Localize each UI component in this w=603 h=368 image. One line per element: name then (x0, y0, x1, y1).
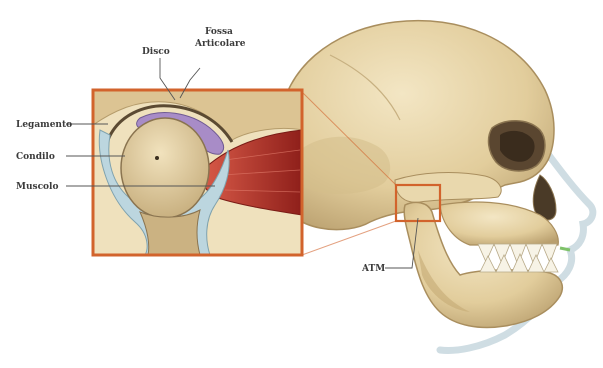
zygomatic-arch (395, 173, 501, 203)
lower-teeth (480, 254, 558, 272)
condyle (121, 118, 209, 218)
label-fossa: Fossa (205, 27, 233, 37)
label-legamento: Legamento (16, 120, 72, 130)
label-condilo: Condilo (16, 152, 55, 162)
label-disco: Disco (142, 47, 170, 57)
tmj-inset (93, 90, 302, 255)
label-muscolo: Muscolo (16, 182, 58, 192)
condyle-center-dot (155, 156, 159, 160)
condyle-neck (140, 210, 200, 255)
skull (278, 21, 593, 351)
label-fossa-line2: Articolare (194, 39, 246, 49)
gum-hint (560, 248, 570, 250)
label-atm: ATM (361, 264, 385, 274)
